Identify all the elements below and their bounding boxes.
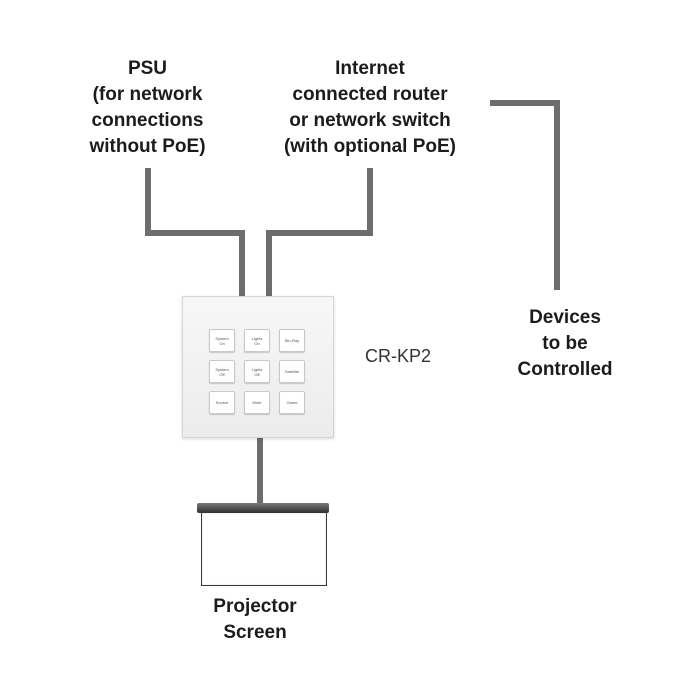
keypad-panel: System On Lights On Blu-Ray System Off L… (182, 296, 334, 438)
router-label: Internet connected router or network swi… (283, 58, 457, 157)
keypad-grid: System On Lights On Blu-Ray System Off L… (209, 329, 305, 414)
devices-wire (490, 100, 560, 290)
key-system-off: System Off (209, 360, 235, 383)
screen-housing (197, 503, 329, 513)
key-mute: Mute (244, 391, 270, 414)
key-lights-on: Lights On (244, 329, 270, 352)
key-satellite: Satellite (279, 360, 305, 383)
key-source: Source (209, 391, 235, 414)
screen-label: Projector Screen (213, 596, 297, 643)
key-blu-ray: Blu-Ray (279, 329, 305, 352)
model-label: CR-KP2 (365, 346, 432, 366)
key-game: Game (279, 391, 305, 414)
router-wire (266, 168, 373, 296)
projector-screen (197, 503, 329, 586)
key-system-on: System On (209, 329, 235, 352)
psu-label: PSU (for network connections without PoE… (89, 58, 206, 157)
devices-label: Devices to be Controlled (517, 307, 613, 380)
key-lights-off: Lights Off (244, 360, 270, 383)
psu-wire (145, 168, 245, 296)
screen-surface (201, 513, 327, 586)
